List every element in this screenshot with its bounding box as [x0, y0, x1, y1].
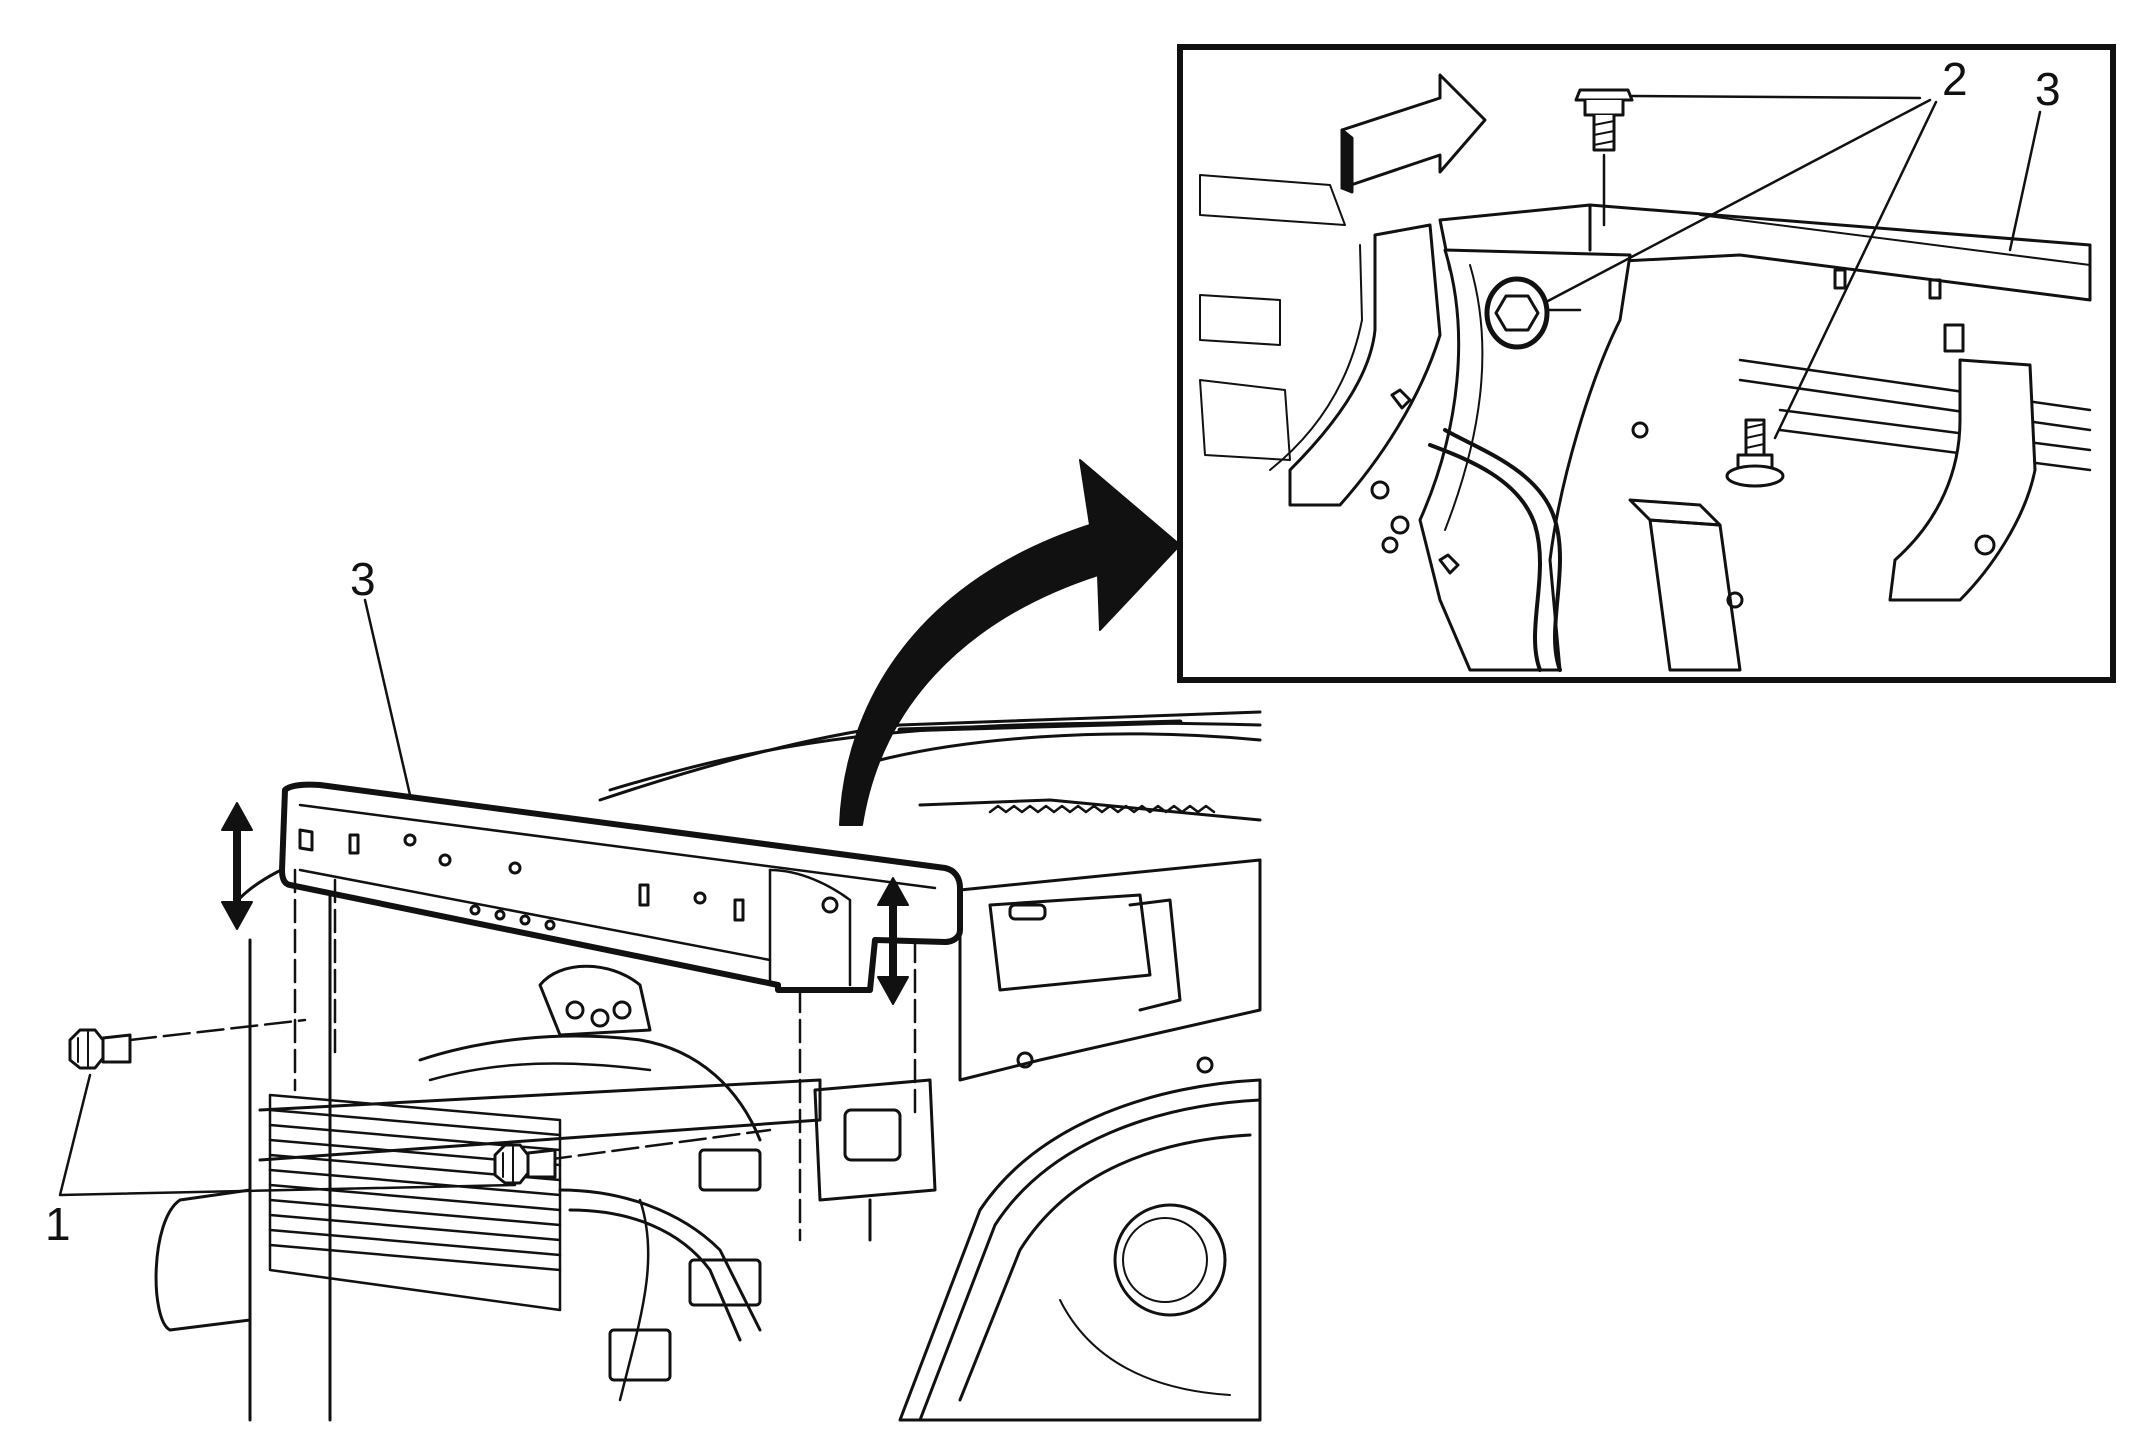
bolt-dash-lines	[128, 1018, 772, 1162]
inner-fender-hole	[1016, 1051, 1034, 1069]
wiring-harness-2	[428, 1062, 652, 1082]
headlamp-projector-ring	[1113, 1203, 1227, 1317]
detail-bolt-right	[1725, 418, 1785, 488]
hood-outline	[598, 710, 1262, 802]
callout-3-detail-leader	[2008, 110, 2042, 252]
radiator-support-left	[228, 848, 332, 1422]
detail-stud	[1390, 388, 1412, 410]
callout-label-2: 2	[1942, 53, 1968, 105]
alignment-lines	[293, 868, 917, 1242]
support-hole	[403, 833, 417, 847]
support-hole	[821, 896, 839, 914]
support-slot	[638, 883, 650, 907]
condenser-core	[268, 1093, 562, 1312]
callout-2-leader-top	[1630, 94, 1922, 100]
detail-left-bracket	[1288, 223, 1442, 507]
forward-arrow-shade	[1340, 128, 1354, 194]
callout-label-1: 1	[45, 1198, 71, 1250]
support-hole	[519, 914, 531, 926]
detail-right-slot	[1943, 323, 1965, 353]
callout-2-leader-mid	[1544, 98, 1932, 304]
detail-view	[1177, 44, 2116, 683]
strut-mount-hole	[565, 1000, 585, 1020]
detail-background-panel	[1199, 379, 1291, 461]
detail-transition-arrow	[839, 459, 1181, 826]
detail-support-rail-line	[1699, 214, 2091, 266]
detail-hose	[1443, 428, 1562, 672]
support-tab	[298, 828, 314, 852]
detail-fastener	[1726, 591, 1744, 609]
inner-fender-panel	[988, 893, 1152, 992]
headlamp-housing	[898, 1078, 1262, 1422]
main-view	[58, 459, 1262, 1422]
detail-center-bracket-edge	[1444, 264, 1484, 531]
detail-stud	[1438, 553, 1460, 575]
lower-tie-bar	[258, 1078, 822, 1162]
headlamp-lens-edge	[918, 1098, 1262, 1422]
callout-label-3-detail: 3	[2035, 63, 2061, 115]
detail-center-bracket	[1418, 248, 1632, 672]
headlamp-reflector	[1059, 1299, 1231, 1396]
detail-fastener	[1381, 536, 1399, 554]
latch-bracket-window	[843, 1108, 902, 1162]
windshield-wiper	[897, 719, 1183, 733]
support-hole	[508, 861, 522, 875]
headlamp-inner	[958, 1133, 1252, 1402]
radiator-hose	[558, 1188, 762, 1332]
double-arrow-left	[221, 802, 253, 930]
inner-fender-hole	[1196, 1056, 1214, 1074]
radiator-support-left-bracket	[154, 1188, 252, 1332]
forward-arrow	[1340, 73, 1487, 190]
detail-rail-lower	[1738, 358, 2092, 472]
detail-background-panel	[1199, 174, 1346, 226]
support-hole	[438, 853, 452, 867]
connector	[608, 1328, 672, 1382]
support-slot	[733, 898, 745, 922]
cowl-line	[878, 732, 1262, 762]
radiator-support-upper	[279, 781, 963, 993]
detail-background-panel	[1199, 294, 1281, 346]
strut-mount	[538, 964, 652, 1037]
support-slot	[348, 833, 360, 855]
detail-fastener	[1631, 421, 1649, 439]
detail-hose-inner	[1428, 443, 1542, 672]
strut-tower-bracket	[1128, 898, 1182, 1012]
connector	[698, 1148, 762, 1192]
strut-mount-hole	[590, 1008, 610, 1028]
detail-bolt-mid	[1484, 276, 1582, 350]
support-hole	[544, 919, 556, 931]
radiator-hose-2	[568, 1208, 742, 1342]
latch-bracket	[813, 1078, 937, 1202]
double-arrow-right	[877, 877, 909, 1005]
callout-1-leader	[58, 1073, 517, 1197]
detail-contents	[1199, 73, 2092, 672]
callout-3-leader	[363, 598, 412, 797]
detail-fastener	[1390, 515, 1410, 535]
support-hole	[469, 904, 481, 916]
detail-fastener	[1974, 534, 1996, 556]
callout-2-leader-right	[1773, 100, 1938, 440]
cowl-grille	[918, 798, 1262, 822]
detail-fastener	[1370, 480, 1390, 500]
inner-fender	[958, 858, 1262, 1082]
bolt-front-lower	[493, 1143, 557, 1185]
strut-mount-hole	[612, 1000, 632, 1020]
cowl-grille-teeth	[988, 804, 1216, 814]
detail-rail-slot	[1833, 268, 1847, 290]
detail-right-bracket	[1888, 358, 2037, 602]
headlamp-projector-lens	[1122, 1217, 1208, 1303]
detail-bolt-top	[1574, 88, 1634, 152]
detail-module-top	[1628, 498, 1722, 527]
wiring-harness	[418, 1034, 762, 1142]
callout-label-3-main: 3	[350, 553, 376, 605]
inner-fender-slot	[1008, 903, 1047, 921]
harness-lower	[618, 1198, 650, 1402]
support-hole	[494, 909, 506, 921]
support-hole	[693, 891, 707, 905]
connector	[688, 1258, 762, 1307]
detail-rail-slot	[1928, 278, 1942, 300]
bolt-front-upper	[68, 1028, 132, 1070]
